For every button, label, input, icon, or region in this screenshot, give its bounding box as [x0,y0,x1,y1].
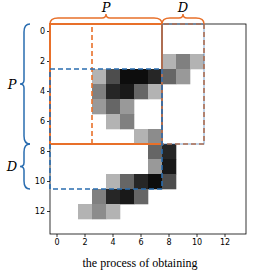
pixel [106,69,120,84]
pixel [148,174,162,189]
shifted-patch-box [50,69,162,189]
pixel [106,189,120,204]
bracket-label: D [178,1,188,14]
tick-label: 4 [40,88,45,96]
tick-label: 10 [192,239,202,247]
pixel [162,69,176,84]
pixel [162,54,176,69]
pixel [148,84,162,99]
bracket [162,14,204,24]
pixel [106,204,120,219]
pixel [148,69,162,84]
tick-label: 8 [40,148,45,156]
x-tick [225,234,226,237]
pixel [92,204,106,219]
pixel [78,204,92,219]
pixel [162,144,176,159]
pixel [120,69,134,84]
pixel [92,99,106,114]
tick-label: 12 [35,208,45,216]
pixel [120,84,134,99]
bracket [50,14,162,24]
pixel [92,69,106,84]
pixel [148,144,162,159]
y-tick [47,151,50,152]
pixel [106,114,120,129]
pixel [148,159,162,174]
pixel [134,84,148,99]
tick-label: 0 [54,239,59,247]
x-tick [141,234,142,237]
y-tick [47,211,50,212]
x-tick [85,234,86,237]
bracket-label: P [8,78,17,91]
pixel [190,54,204,69]
tick-label: 0 [40,28,45,36]
tick-label: 6 [40,118,45,126]
stride-box [162,24,204,144]
pixel [176,54,190,69]
bracket-label: D [7,160,17,173]
pixel [134,189,148,204]
tick-label: 2 [82,239,87,247]
pixel [92,189,106,204]
tick-label: 4 [110,239,115,247]
x-tick [197,234,198,237]
pixel [120,174,134,189]
pixel [162,159,176,174]
pixel [120,99,134,114]
pixel [134,129,148,144]
pixel [162,174,176,189]
tick-label: 2 [40,58,45,66]
pixel [92,84,106,99]
pixel [106,84,120,99]
tick-label: 8 [166,239,171,247]
pixel [106,174,120,189]
bracket [20,24,30,144]
shifted-patch-box [92,24,204,144]
plot-frame [50,24,246,234]
x-tick [169,234,170,237]
bracket [20,144,30,189]
caption: the process of obtaining [83,257,198,269]
y-tick [47,181,50,182]
tick-label: 10 [35,178,45,186]
pixel [176,69,190,84]
pixel [106,99,120,114]
tick-label: 12 [220,239,230,247]
x-tick [57,234,58,237]
tick-label: 6 [138,239,143,247]
pixel [120,189,134,204]
x-tick [113,234,114,237]
patch-box [50,24,162,144]
bracket-label: P [102,1,111,14]
pixel [134,69,148,84]
pixel [148,129,162,144]
pixel [120,114,134,129]
pixel [134,174,148,189]
